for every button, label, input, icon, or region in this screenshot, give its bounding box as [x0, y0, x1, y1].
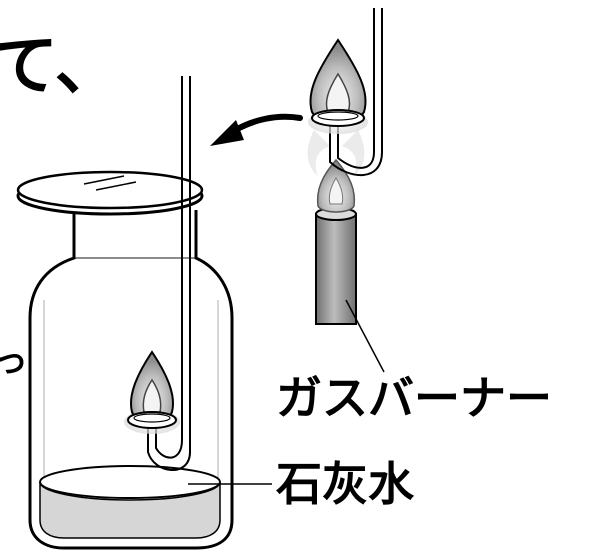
gas-burner [307, 130, 385, 373]
limewater-label: 石灰水 [276, 457, 415, 511]
cropped-text-fragment: て、 [0, 27, 121, 104]
gas-jar [16, 170, 234, 550]
cropped-mark-fragment: っ [0, 341, 28, 381]
gas-burner-label: ガスバーナー [276, 371, 552, 425]
combustion-spoon-in-jar [124, 76, 191, 471]
combustion-spoon-heating [308, 8, 383, 176]
curved-arrow-icon [210, 113, 303, 146]
limewater-surface [39, 465, 221, 499]
